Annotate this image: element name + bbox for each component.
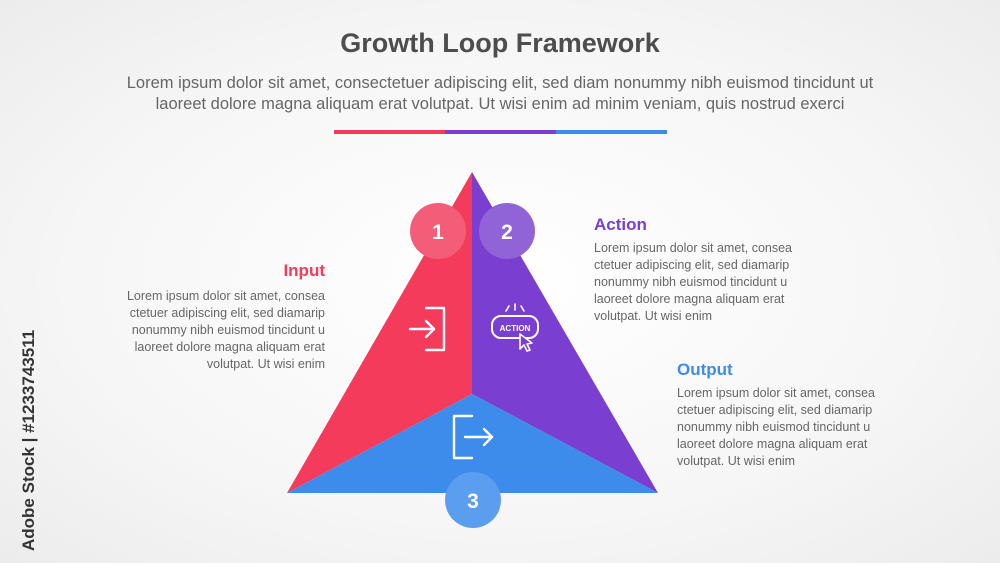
description-line: laoreet dolore magna aliquam erat bbox=[677, 437, 868, 451]
subtitle-line: Lorem ipsum dolor sit amet, consectetuer… bbox=[126, 74, 874, 92]
output-heading: Output bbox=[677, 360, 733, 379]
action-heading: Action bbox=[594, 215, 647, 234]
step-2-badge: 2 bbox=[479, 203, 535, 259]
output-description: Lorem ipsum dolor sit amet, consea ctetu… bbox=[677, 385, 927, 470]
step-3-badge: 3 bbox=[445, 472, 501, 528]
divider-segment-action bbox=[445, 130, 556, 134]
subtitle-line: laoreet dolore magna aliquam erat volutp… bbox=[155, 95, 845, 113]
svg-text:ACTION: ACTION bbox=[500, 324, 531, 333]
description-line: ctetuer adipiscing elit, sed diamarip bbox=[594, 258, 790, 272]
page-title: Growth Loop Framework bbox=[340, 28, 660, 58]
description-line: laoreet dolore magna aliquam erat bbox=[134, 340, 325, 354]
action-description: Lorem ipsum dolor sit amet, consea ctetu… bbox=[594, 240, 844, 325]
divider-segment-input bbox=[334, 130, 445, 134]
description-line: laoreet dolore magna aliquam erat bbox=[594, 292, 785, 306]
input-description: Lorem ipsum dolor sit amet, consea ctetu… bbox=[80, 288, 325, 373]
description-line: nonummy nibh euismod tincidunt u bbox=[677, 420, 871, 434]
description-line: nonummy nibh euismod tincidunt u bbox=[131, 323, 325, 337]
step-3-number: 3 bbox=[467, 490, 479, 513]
logout-icon bbox=[452, 414, 494, 460]
description-line: ctetuer adipiscing elit, sed diamarip bbox=[677, 403, 873, 417]
description-line: volutpat. Ut wisi enim bbox=[594, 309, 713, 323]
description-line: ctetuer adipiscing elit, sed diamarip bbox=[129, 306, 325, 320]
output-segment bbox=[287, 394, 658, 493]
description-line: nonummy nibh euismod tincidunt u bbox=[594, 275, 788, 289]
description-line: volutpat. Ut wisi enim bbox=[677, 454, 796, 468]
step-1-badge: 1 bbox=[410, 203, 466, 259]
description-line: Lorem ipsum dolor sit amet, consea bbox=[677, 386, 876, 400]
description-line: Lorem ipsum dolor sit amet, consea bbox=[126, 289, 325, 303]
stock-watermark: Adobe Stock | #1233743511 bbox=[19, 329, 38, 551]
step-2-number: 2 bbox=[501, 221, 513, 244]
description-line: Lorem ipsum dolor sit amet, consea bbox=[594, 241, 793, 255]
login-icon bbox=[408, 306, 446, 352]
description-line: volutpat. Ut wisi enim bbox=[206, 357, 325, 371]
action-button-icon: ACTION bbox=[491, 303, 539, 352]
divider-segment-output bbox=[556, 130, 667, 134]
step-1-number: 1 bbox=[432, 221, 444, 244]
input-heading: Input bbox=[283, 261, 325, 280]
subtitle: Lorem ipsum dolor sit amet, consectetuer… bbox=[60, 73, 940, 115]
